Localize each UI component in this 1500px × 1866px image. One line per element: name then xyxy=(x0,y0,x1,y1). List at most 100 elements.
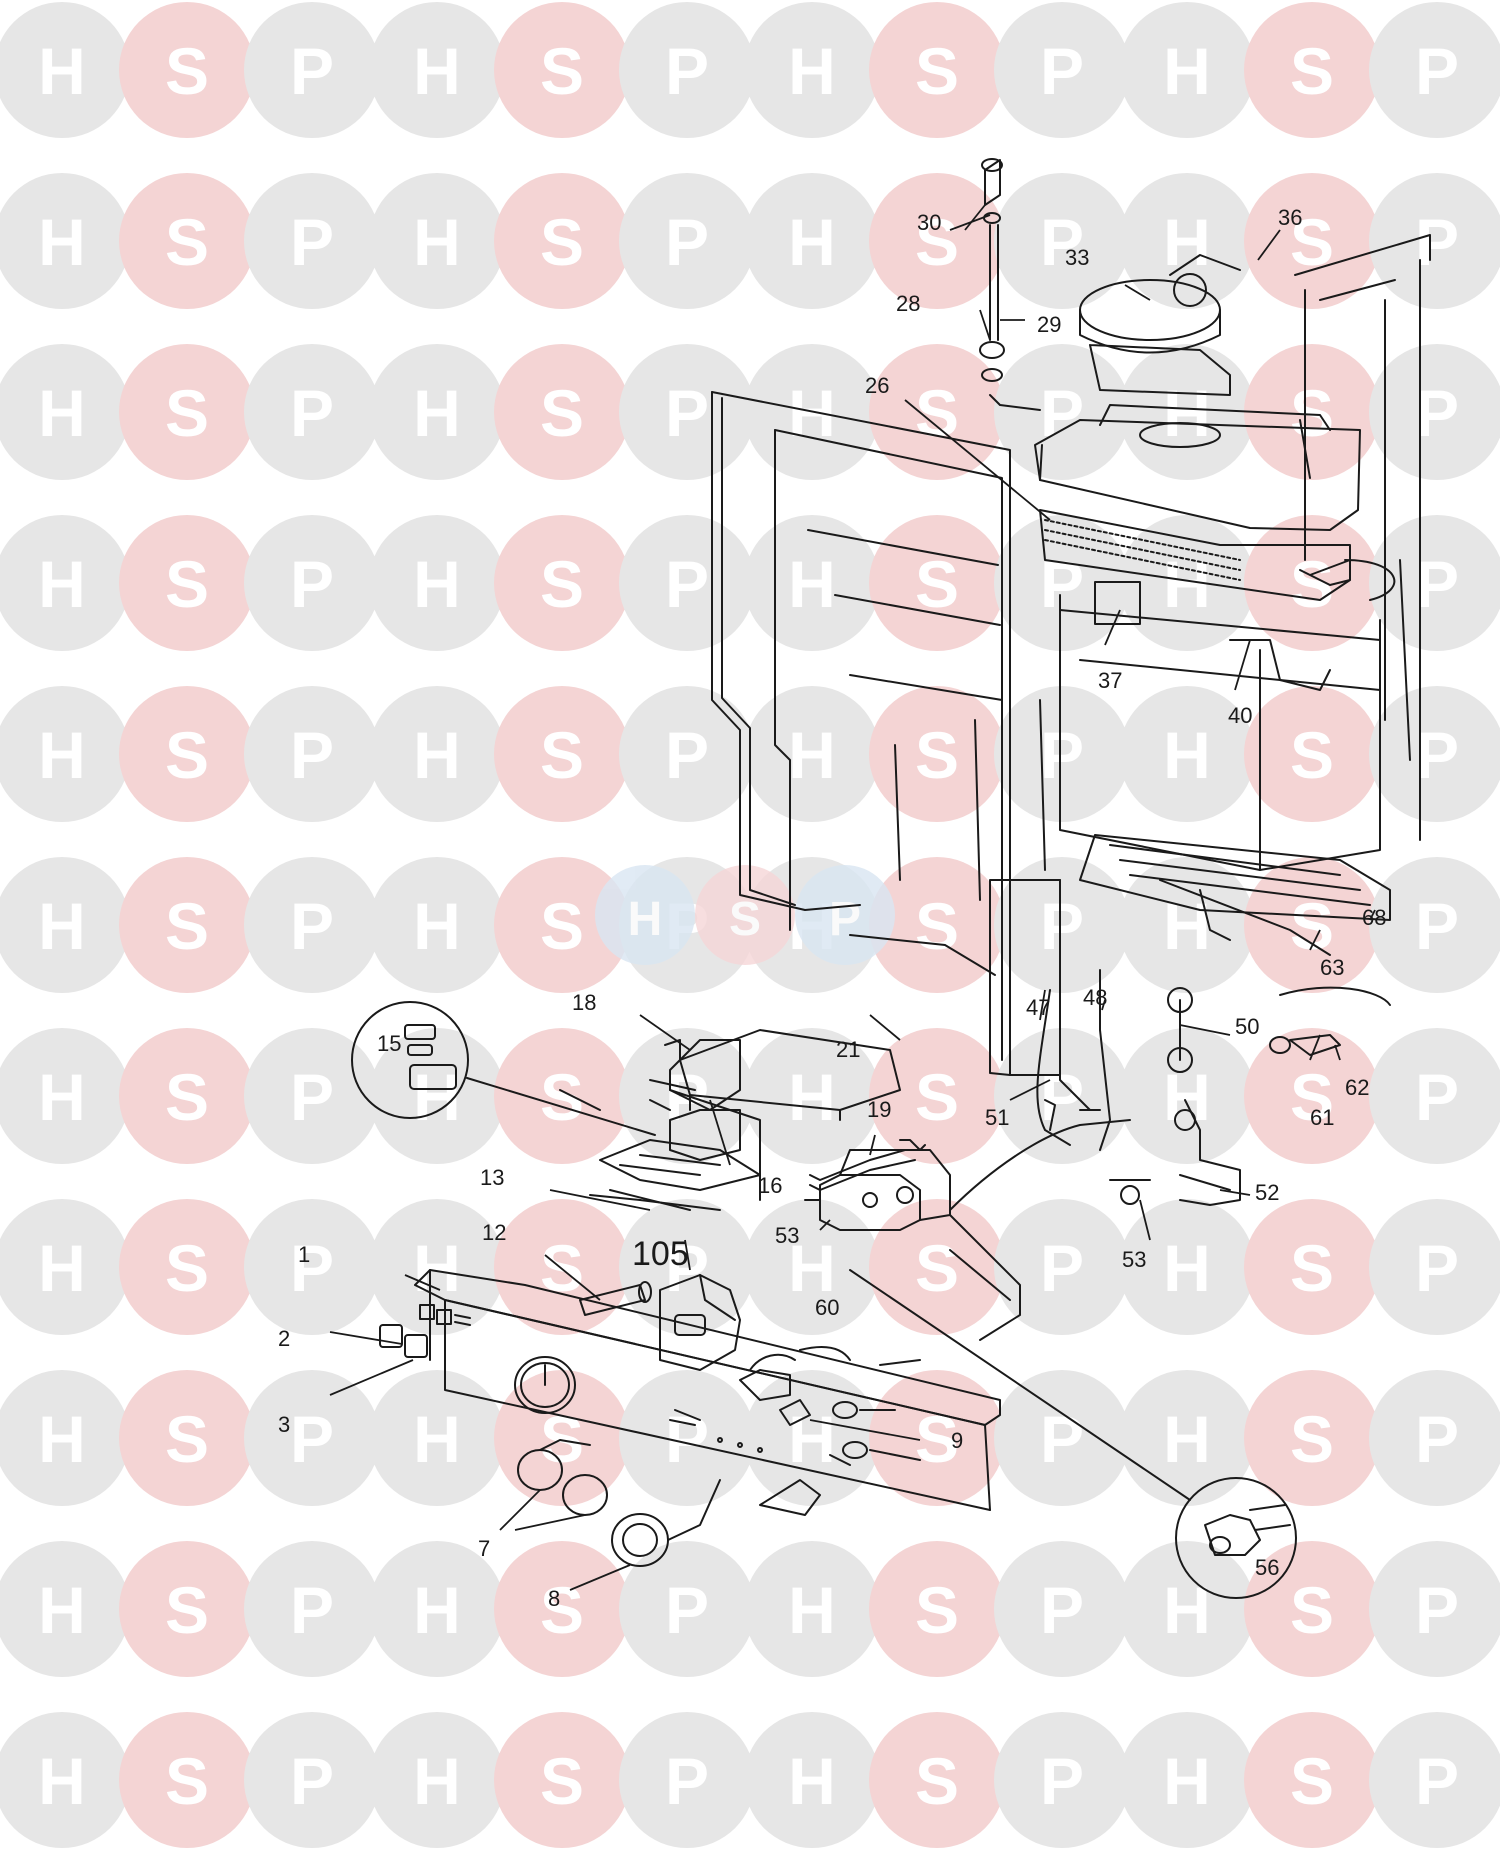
exploded-view-drawing xyxy=(351,158,1431,1599)
watermark-letter: P xyxy=(665,1231,709,1305)
callout-63: 63 xyxy=(1320,955,1344,980)
watermark-letter: P xyxy=(1415,1231,1459,1305)
watermark-letter: S xyxy=(165,547,209,621)
callout-37: 37 xyxy=(1098,668,1122,693)
watermark-circle xyxy=(994,1541,1130,1677)
callout-60: 60 xyxy=(815,1295,839,1320)
watermark-letter: P xyxy=(290,889,334,963)
watermark-circle xyxy=(744,2,880,138)
watermark-circle xyxy=(1119,1712,1255,1848)
watermark-circle xyxy=(119,1199,255,1335)
watermark-circle xyxy=(869,515,1005,651)
watermark-circle xyxy=(0,1370,130,1506)
watermark-letter: S xyxy=(540,718,584,792)
watermark-circle xyxy=(869,2,1005,138)
watermark-letter: P xyxy=(1415,1060,1459,1134)
flue-hood xyxy=(1034,404,1361,531)
watermark-circle xyxy=(1369,1199,1500,1335)
watermark-letter: P xyxy=(290,376,334,450)
watermark-letter: S xyxy=(915,205,959,279)
watermark-letter: S xyxy=(1290,718,1334,792)
watermark-circle xyxy=(369,173,505,309)
watermark-letter: H xyxy=(788,718,836,792)
watermark-circle xyxy=(994,344,1130,480)
watermark-circle xyxy=(0,344,130,480)
watermark-letter: P xyxy=(1415,889,1459,963)
watermark-circle xyxy=(244,344,380,480)
callout-33: 33 xyxy=(1065,245,1089,270)
watermark-letter: H xyxy=(38,34,86,108)
watermark-letter: H xyxy=(788,547,836,621)
watermark-circle xyxy=(0,2,130,138)
watermark-circle xyxy=(1369,515,1500,651)
watermark-letter: P xyxy=(1415,718,1459,792)
watermark-circle xyxy=(119,1370,255,1506)
watermark-circle xyxy=(619,1712,755,1848)
watermark-circle xyxy=(244,686,380,822)
watermark-circle xyxy=(119,2,255,138)
watermark-circle xyxy=(369,1370,505,1506)
watermark-letter: H xyxy=(1163,889,1211,963)
watermark-letter: H xyxy=(1163,376,1211,450)
callout-56: 56 xyxy=(1255,1555,1279,1580)
hsp-center-logo: H S P xyxy=(595,865,895,965)
watermark-circle xyxy=(494,1199,630,1335)
watermark-circle xyxy=(1119,515,1255,651)
callout-40: 40 xyxy=(1228,703,1252,728)
electrode-parts xyxy=(1269,986,1391,1056)
watermark-letter: S xyxy=(915,1744,959,1818)
callout-9: 9 xyxy=(951,1428,963,1453)
fan-assembly xyxy=(1079,254,1241,396)
watermark-letter: H xyxy=(38,1744,86,1818)
watermark-letter: S xyxy=(1290,889,1334,963)
watermark-circle xyxy=(744,1370,880,1506)
callout-8: 8 xyxy=(548,1586,560,1611)
watermark-circle xyxy=(1119,1541,1255,1677)
inset-detail-56 xyxy=(849,1269,1297,1599)
logo-letter-h: H xyxy=(628,893,663,946)
watermark-circle xyxy=(869,173,1005,309)
watermark-letter: P xyxy=(1040,34,1084,108)
watermark-letter: P xyxy=(665,718,709,792)
watermark-letter: H xyxy=(1163,205,1211,279)
watermark-letter: S xyxy=(915,34,959,108)
callout-labels: 1 2 3 7 8 9 12 13 15 16 18 19 21 26 28 2… xyxy=(278,205,1386,1611)
watermark-letter: S xyxy=(165,1402,209,1476)
watermark-circle xyxy=(1369,344,1500,480)
watermark-letter: H xyxy=(413,376,461,450)
watermark-circle xyxy=(244,1712,380,1848)
callout-2: 2 xyxy=(278,1326,290,1351)
watermark-circle xyxy=(494,2,630,138)
watermark-letter: P xyxy=(290,205,334,279)
watermark-circle xyxy=(1244,344,1380,480)
watermark-circle xyxy=(244,1028,380,1164)
callout-62: 62 xyxy=(1345,1075,1369,1100)
watermark-letter: S xyxy=(165,1060,209,1134)
watermark-circle xyxy=(869,344,1005,480)
callout-51: 51 xyxy=(985,1105,1009,1130)
watermark-circle xyxy=(1369,1370,1500,1506)
watermark-circle xyxy=(1369,1712,1500,1848)
control-box xyxy=(559,1039,761,1201)
flue-spigot xyxy=(979,158,1041,411)
watermark-circle xyxy=(1369,857,1500,993)
watermark-letter: H xyxy=(1163,718,1211,792)
watermark-letter: S xyxy=(1290,1231,1334,1305)
watermark-circle xyxy=(0,173,130,309)
watermark-circle xyxy=(869,1712,1005,1848)
watermark-circle xyxy=(494,1028,630,1164)
watermark-letter: S xyxy=(540,1573,584,1647)
gas-valve xyxy=(804,1149,1021,1341)
watermark-circle xyxy=(1119,173,1255,309)
watermark-circle xyxy=(869,1370,1005,1506)
watermark-letter: S xyxy=(915,718,959,792)
watermark-letter: S xyxy=(915,1231,959,1305)
watermark-circle xyxy=(244,1370,380,1506)
watermark-letter: S xyxy=(165,205,209,279)
watermark-letter: H xyxy=(38,889,86,963)
watermark-circle xyxy=(994,1712,1130,1848)
watermark-circle xyxy=(1119,686,1255,822)
watermark-letter: S xyxy=(915,1060,959,1134)
watermark-circle xyxy=(619,2,755,138)
